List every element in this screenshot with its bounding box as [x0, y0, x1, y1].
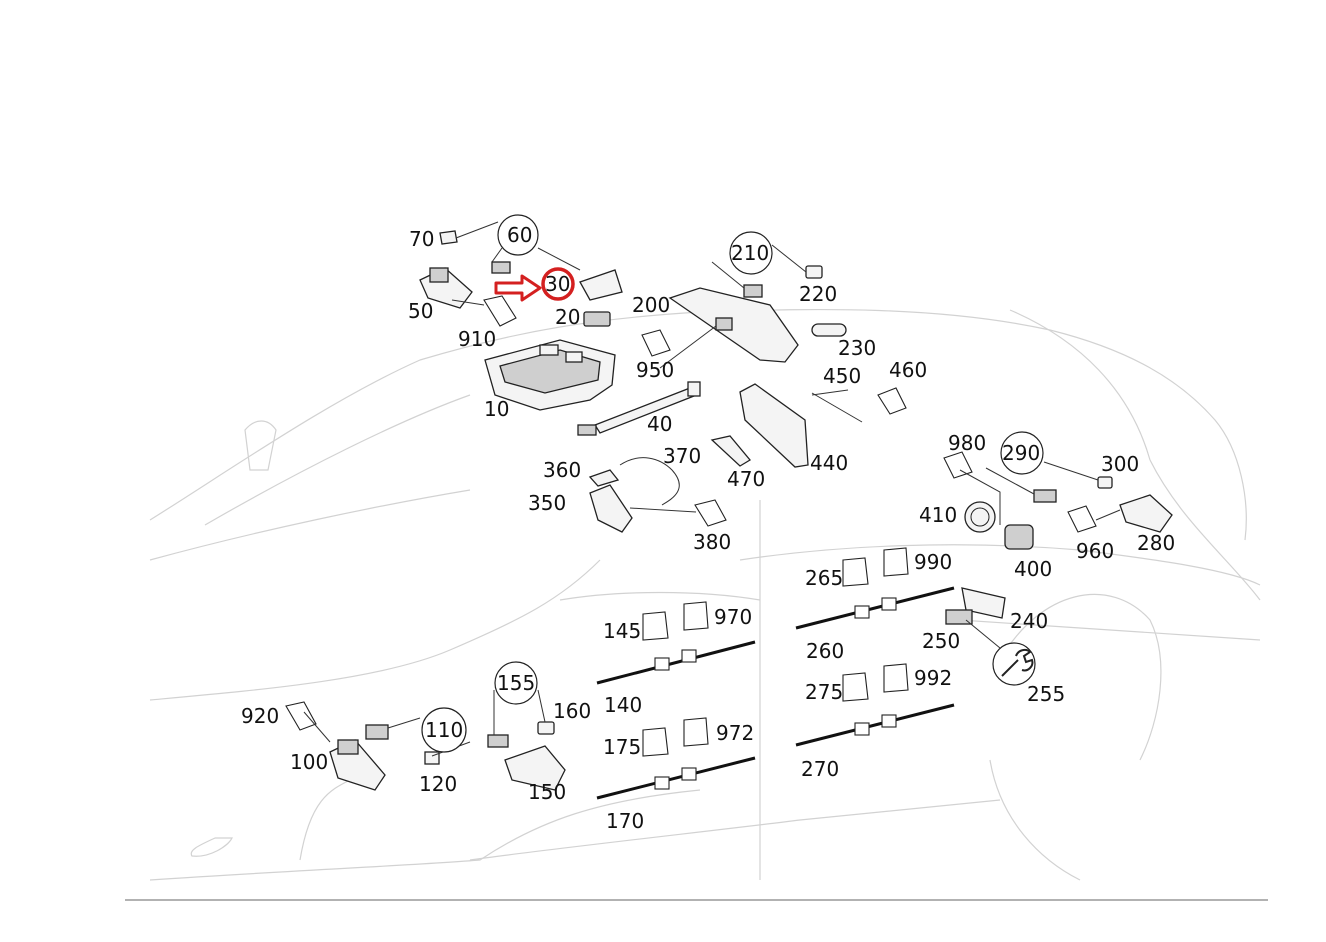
callout-970: 970	[714, 605, 752, 629]
callout-140: 140	[604, 693, 642, 717]
part-210-socket	[743, 284, 763, 298]
callout-150: 150	[528, 780, 566, 804]
part-280-lamp	[1119, 494, 1173, 533]
harness-140	[596, 640, 756, 685]
part-470-clip	[710, 435, 751, 467]
callout-440: 440	[810, 451, 848, 475]
part-110-switch	[365, 724, 389, 740]
part-250-socket	[945, 609, 973, 625]
callout-380: 380	[693, 530, 731, 554]
part-230-festoon-bulb	[811, 323, 847, 337]
callout-175: 175	[603, 735, 641, 759]
callout-70: 70	[409, 227, 434, 251]
part-70-bulb	[439, 230, 458, 245]
callout-155: 155	[497, 671, 535, 695]
callout-170: 170	[606, 809, 644, 833]
part-155-socket	[487, 734, 509, 748]
highlight-marker	[494, 267, 575, 302]
part-60-connector	[491, 261, 511, 274]
car-outline	[149, 308, 1261, 881]
callout-40: 40	[647, 412, 672, 436]
callout-360: 360	[543, 458, 581, 482]
part-300-bulb	[1097, 476, 1113, 489]
part-100-lamp	[329, 739, 386, 791]
callout-270: 270	[801, 757, 839, 781]
callout-100: 100	[290, 750, 328, 774]
part-50-lamp	[419, 267, 473, 309]
callout-370: 370	[663, 444, 701, 468]
callout-990: 990	[914, 550, 952, 574]
callout-910: 910	[458, 327, 496, 351]
callout-230: 230	[838, 336, 876, 360]
wrench-icon	[992, 642, 1036, 686]
callout-950: 950	[636, 358, 674, 382]
callout-972: 972	[716, 721, 754, 745]
part-40-rod	[577, 381, 701, 436]
callout-290: 290	[1002, 441, 1040, 465]
part-370-cable	[619, 457, 680, 506]
callout-470: 470	[727, 467, 765, 491]
callout-250: 250	[922, 629, 960, 653]
callout-460: 460	[889, 358, 927, 382]
callout-960: 960	[1076, 539, 1114, 563]
callout-145: 145	[603, 619, 641, 643]
harness-260	[795, 586, 955, 630]
callout-160: 160	[553, 699, 591, 723]
callout-120: 120	[419, 772, 457, 796]
callout-200: 200	[632, 293, 670, 317]
callout-labels: 10 20 30 40 50 60 70 100 110 120 140 145…	[241, 223, 1175, 833]
circle-marker-icon	[541, 267, 575, 301]
part-240-lamp	[961, 587, 1006, 619]
part-150-lamp	[504, 745, 566, 791]
callout-240: 240	[1010, 609, 1048, 633]
harness-170	[596, 756, 756, 800]
callout-992: 992	[914, 666, 952, 690]
callout-920: 920	[241, 704, 279, 728]
part-30-cover	[579, 269, 623, 301]
callout-450: 450	[823, 364, 861, 388]
callout-410: 410	[919, 503, 957, 527]
callout-220: 220	[799, 282, 837, 306]
callout-255: 255	[1027, 682, 1065, 706]
callout-210: 210	[731, 241, 769, 265]
part-10-overhead-console	[484, 339, 616, 411]
part-400-socket	[1004, 524, 1034, 550]
callout-260: 260	[806, 639, 844, 663]
callout-300: 300	[1101, 452, 1139, 476]
callout-400: 400	[1014, 557, 1052, 581]
part-200-dome-lamp	[668, 287, 799, 363]
part-350-lamp	[589, 484, 633, 533]
leader-lines	[303, 221, 1121, 757]
right-arrow-icon	[494, 274, 542, 302]
flag-tags	[285, 295, 1097, 757]
callout-265: 265	[805, 566, 843, 590]
part-410-ring	[964, 501, 996, 533]
harness-270	[795, 703, 955, 747]
callout-30: 30	[545, 272, 570, 296]
part-290-socket	[1033, 489, 1057, 503]
callout-980: 980	[948, 431, 986, 455]
callout-350: 350	[528, 491, 566, 515]
callout-275: 275	[805, 680, 843, 704]
callout-bubbles	[421, 214, 1044, 753]
part-220-bulb	[805, 265, 823, 279]
part-360-clip	[588, 469, 620, 487]
callout-20: 20	[555, 305, 580, 329]
part-440-panel	[739, 383, 809, 468]
callout-60: 60	[507, 223, 532, 247]
callout-50: 50	[408, 299, 433, 323]
part-20-switch	[583, 311, 611, 327]
callout-10: 10	[484, 397, 509, 421]
part-160-bulb	[537, 721, 555, 735]
part-450-cable	[811, 392, 863, 423]
callout-280: 280	[1137, 531, 1175, 555]
callout-110: 110	[425, 718, 463, 742]
